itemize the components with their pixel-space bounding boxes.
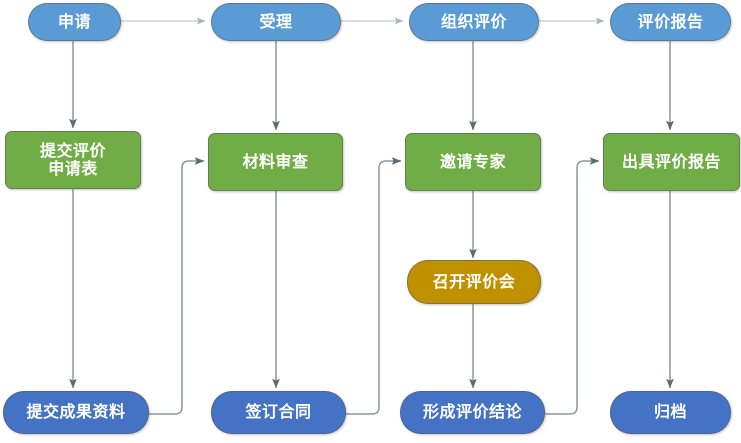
node-stage-report[interactable]: 评价报告 xyxy=(610,3,731,41)
node-output-form-conclusion-label: 形成评价结论 xyxy=(422,402,522,422)
node-output-archive[interactable]: 归档 xyxy=(610,391,731,434)
node-task-review-material[interactable]: 材料审查 xyxy=(208,133,343,191)
node-stage-report-label: 评价报告 xyxy=(637,11,704,31)
node-task-review-material-label: 材料审查 xyxy=(242,151,309,171)
node-output-sign-contract[interactable]: 签订合同 xyxy=(211,391,346,434)
node-output-archive-label: 归档 xyxy=(653,402,687,422)
node-task-invite-expert-label: 邀请专家 xyxy=(439,151,506,171)
connector-signcontract-to-invite xyxy=(346,157,402,415)
node-meeting-hold-label: 召开评价会 xyxy=(432,271,516,291)
node-output-submit-results-label: 提交成果资料 xyxy=(26,402,126,422)
node-task-issue-report-label: 出具评价报告 xyxy=(621,151,721,171)
node-task-issue-report[interactable]: 出具评价报告 xyxy=(603,133,740,191)
node-stage-accept[interactable]: 受理 xyxy=(211,3,341,41)
connector-submitresults-to-review xyxy=(149,157,205,415)
node-task-submit-form[interactable]: 提交评价 申请表 xyxy=(5,131,141,189)
connector-conclusion-to-issue xyxy=(544,157,600,415)
node-stage-apply-label: 申请 xyxy=(57,11,91,31)
node-task-submit-form-label: 提交评价 申请表 xyxy=(39,140,106,178)
node-task-invite-expert[interactable]: 邀请专家 xyxy=(405,133,541,191)
node-meeting-hold[interactable]: 召开评价会 xyxy=(407,260,541,304)
node-stage-organize[interactable]: 组织评价 xyxy=(409,3,539,41)
node-stage-accept-label: 受理 xyxy=(259,11,293,31)
node-output-sign-contract-label: 签订合同 xyxy=(245,402,312,422)
node-output-form-conclusion[interactable]: 形成评价结论 xyxy=(400,391,545,434)
node-stage-apply[interactable]: 申请 xyxy=(28,3,121,41)
node-stage-organize-label: 组织评价 xyxy=(440,11,507,31)
node-output-submit-results[interactable]: 提交成果资料 xyxy=(3,391,149,434)
